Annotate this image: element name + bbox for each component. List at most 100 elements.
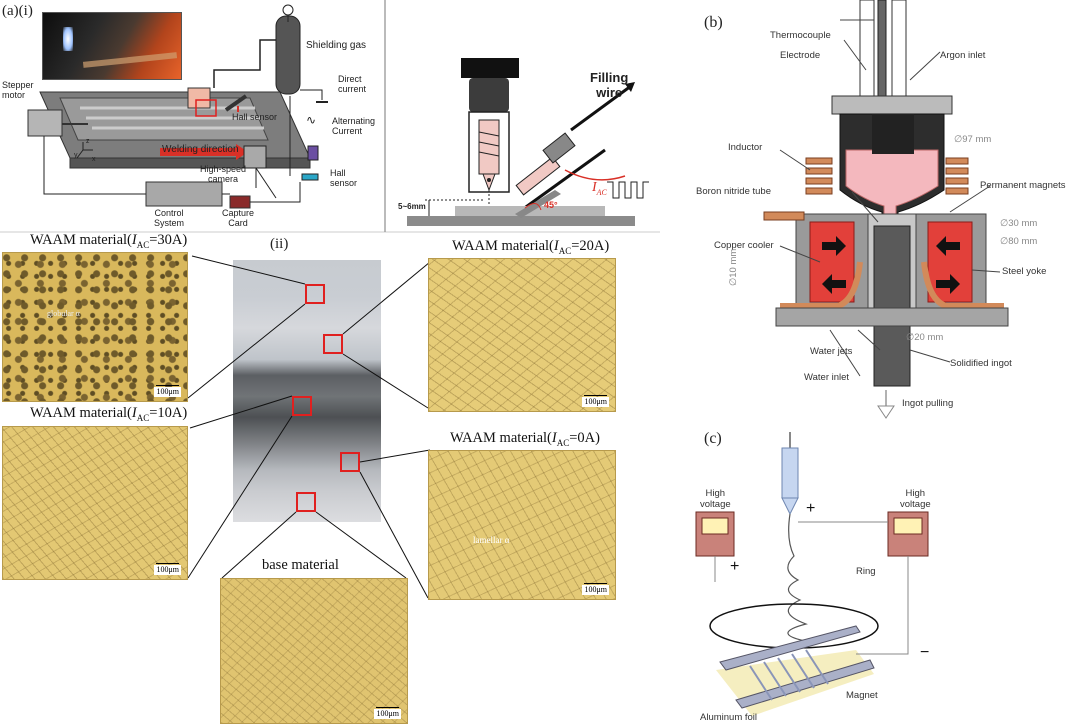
- label-steel-yoke: Steel yoke: [1002, 266, 1047, 277]
- micrograph-20a: 100μm: [428, 258, 616, 412]
- label-hall-sensor-bottom: Hall sensor: [330, 168, 358, 188]
- label-high-voltage-right: High voltage: [900, 488, 931, 510]
- stepper-motor-box: [27, 109, 63, 137]
- label-d30: ∅30 mm: [1000, 218, 1038, 229]
- label-high-voltage-left: High voltage: [700, 488, 731, 510]
- electrospinning-diagram: [695, 432, 929, 716]
- label-torch-angle: 45°: [544, 200, 558, 210]
- feed-wire: [224, 94, 248, 112]
- label-plus-top: +: [806, 500, 816, 517]
- panel-a-label: (a)(i): [2, 3, 33, 20]
- panel-a-ii-label: (ii): [270, 236, 289, 252]
- title-30a-i: I: [131, 232, 137, 248]
- label-gap-distance: 5~6mm: [398, 202, 426, 211]
- micro-0a-note: lamellar α: [473, 535, 510, 545]
- label-water-jets: Water jets: [810, 346, 853, 357]
- label-thermocouple: Thermocouple: [770, 30, 831, 41]
- title-10a-sub: AC: [136, 412, 150, 423]
- label-aluminum-foil: Aluminum foil: [700, 712, 758, 723]
- marker-30a: [305, 284, 325, 304]
- label-d20: ∅20 mm: [906, 332, 944, 343]
- label-inductor: Inductor: [728, 142, 763, 153]
- title-base-material: base material: [262, 557, 339, 573]
- label-solidified-ingot: Solidified ingot: [950, 358, 1012, 369]
- title-waam-20a: WAAM material(IAC=20A): [452, 238, 609, 256]
- micro-30a-note: globular α: [47, 309, 80, 318]
- micrograph-base: 100μm: [220, 578, 408, 724]
- marker-10a: [292, 396, 312, 416]
- panel-c-label: (c): [704, 430, 722, 447]
- label-magnet: Magnet: [846, 690, 878, 701]
- label-water-inlet: Water inlet: [804, 372, 850, 383]
- torch-schematic: [407, 58, 649, 226]
- title-20a-suffix: =20A): [571, 238, 610, 254]
- title-30a-suffix: =30A): [149, 232, 188, 248]
- label-capture-card: Capture Card: [222, 208, 255, 228]
- scalebar-10a: 100μm: [154, 563, 181, 575]
- label-axis-x: x: [92, 156, 96, 163]
- label-shielding-gas: Shielding gas: [306, 40, 367, 51]
- scalebar-30a: 100μm: [154, 385, 181, 397]
- label-high-speed-camera: High-speed camera: [200, 164, 247, 184]
- label-d10: ∅10 mm: [728, 248, 739, 286]
- scalebar-20a: 100μm: [582, 395, 609, 407]
- welding-torch: [187, 87, 211, 109]
- label-ingot-pulling: Ingot pulling: [902, 398, 954, 409]
- panel-b-label: (b): [704, 14, 723, 31]
- label-axis-y: y: [74, 152, 78, 159]
- label-copper-cooler: Copper cooler: [714, 240, 774, 251]
- label-ring: Ring: [856, 566, 876, 577]
- cold-crucible-diagram: [763, 0, 1009, 419]
- label-welding-direction: Welding direction: [162, 144, 239, 155]
- label-direct-current: Direct current: [338, 74, 367, 94]
- label-filling-wire: Filling wire: [590, 70, 629, 100]
- title-20a-prefix: WAAM material(: [452, 238, 554, 254]
- micrograph-10a: 100μm: [2, 426, 188, 580]
- label-hall-sensor-top: Hall sensor: [232, 112, 278, 122]
- title-10a-suffix: =10A): [149, 405, 188, 421]
- title-10a-prefix: WAAM material(: [30, 405, 132, 421]
- iac-symbol: I: [592, 180, 597, 195]
- title-20a-i: I: [553, 238, 559, 254]
- title-waam-30a: WAAM material(IAC=30A): [30, 232, 187, 250]
- label-argon-inlet: Argon inlet: [940, 50, 986, 61]
- title-30a-prefix: WAAM material(: [30, 232, 132, 248]
- panel-a-letter: (a): [2, 3, 19, 19]
- welding-photo-inset: [42, 12, 182, 80]
- scalebar-0a: 100μm: [582, 583, 609, 595]
- title-0a-i: I: [551, 430, 557, 446]
- label-axis-z: z: [86, 138, 90, 145]
- label-permanent-magnets: Permanent magnets: [980, 180, 1066, 191]
- label-boron-nitride-tube: Boron nitride tube: [696, 186, 771, 197]
- panel-a-i-label: (i): [18, 3, 33, 19]
- high-speed-camera: [243, 145, 267, 169]
- svg-text:∿: ∿: [306, 113, 316, 127]
- connector-lines: [187, 255, 431, 599]
- label-control-system: Control System: [154, 208, 185, 228]
- label-minus: −: [920, 644, 930, 661]
- micrograph-0a: lamellar α 100μm: [428, 450, 616, 600]
- title-0a-prefix: WAAM material(: [450, 430, 552, 446]
- label-electrode: Electrode: [780, 50, 821, 61]
- iac-subscript: AC: [596, 187, 607, 197]
- title-30a-sub: AC: [136, 239, 150, 250]
- title-0a-sub: AC: [556, 437, 570, 448]
- welding-setup-diagram: ∿: [0, 0, 660, 233]
- label-alternating-current: Alternating Current: [332, 116, 376, 136]
- scalebar-base: 100μm: [374, 707, 401, 719]
- marker-20a: [323, 334, 343, 354]
- title-10a-i: I: [131, 405, 137, 421]
- label-d80: ∅80 mm: [1000, 236, 1038, 247]
- title-20a-sub: AC: [558, 245, 572, 256]
- title-0a-suffix: =0A): [569, 430, 600, 446]
- title-waam-0a: WAAM material(IAC=0A): [450, 430, 600, 448]
- micrograph-30a: globular α 100μm: [2, 252, 188, 402]
- marker-base: [296, 492, 316, 512]
- label-stepper-motor: Stepper motor: [2, 80, 34, 100]
- marker-0a: [340, 452, 360, 472]
- welding-direction-arrow: [160, 148, 236, 156]
- label-plus-left: +: [730, 558, 740, 575]
- label-d97: ∅97 mm: [954, 134, 992, 145]
- label-iac: IAC: [592, 180, 607, 197]
- title-waam-10a: WAAM material(IAC=10A): [30, 405, 187, 423]
